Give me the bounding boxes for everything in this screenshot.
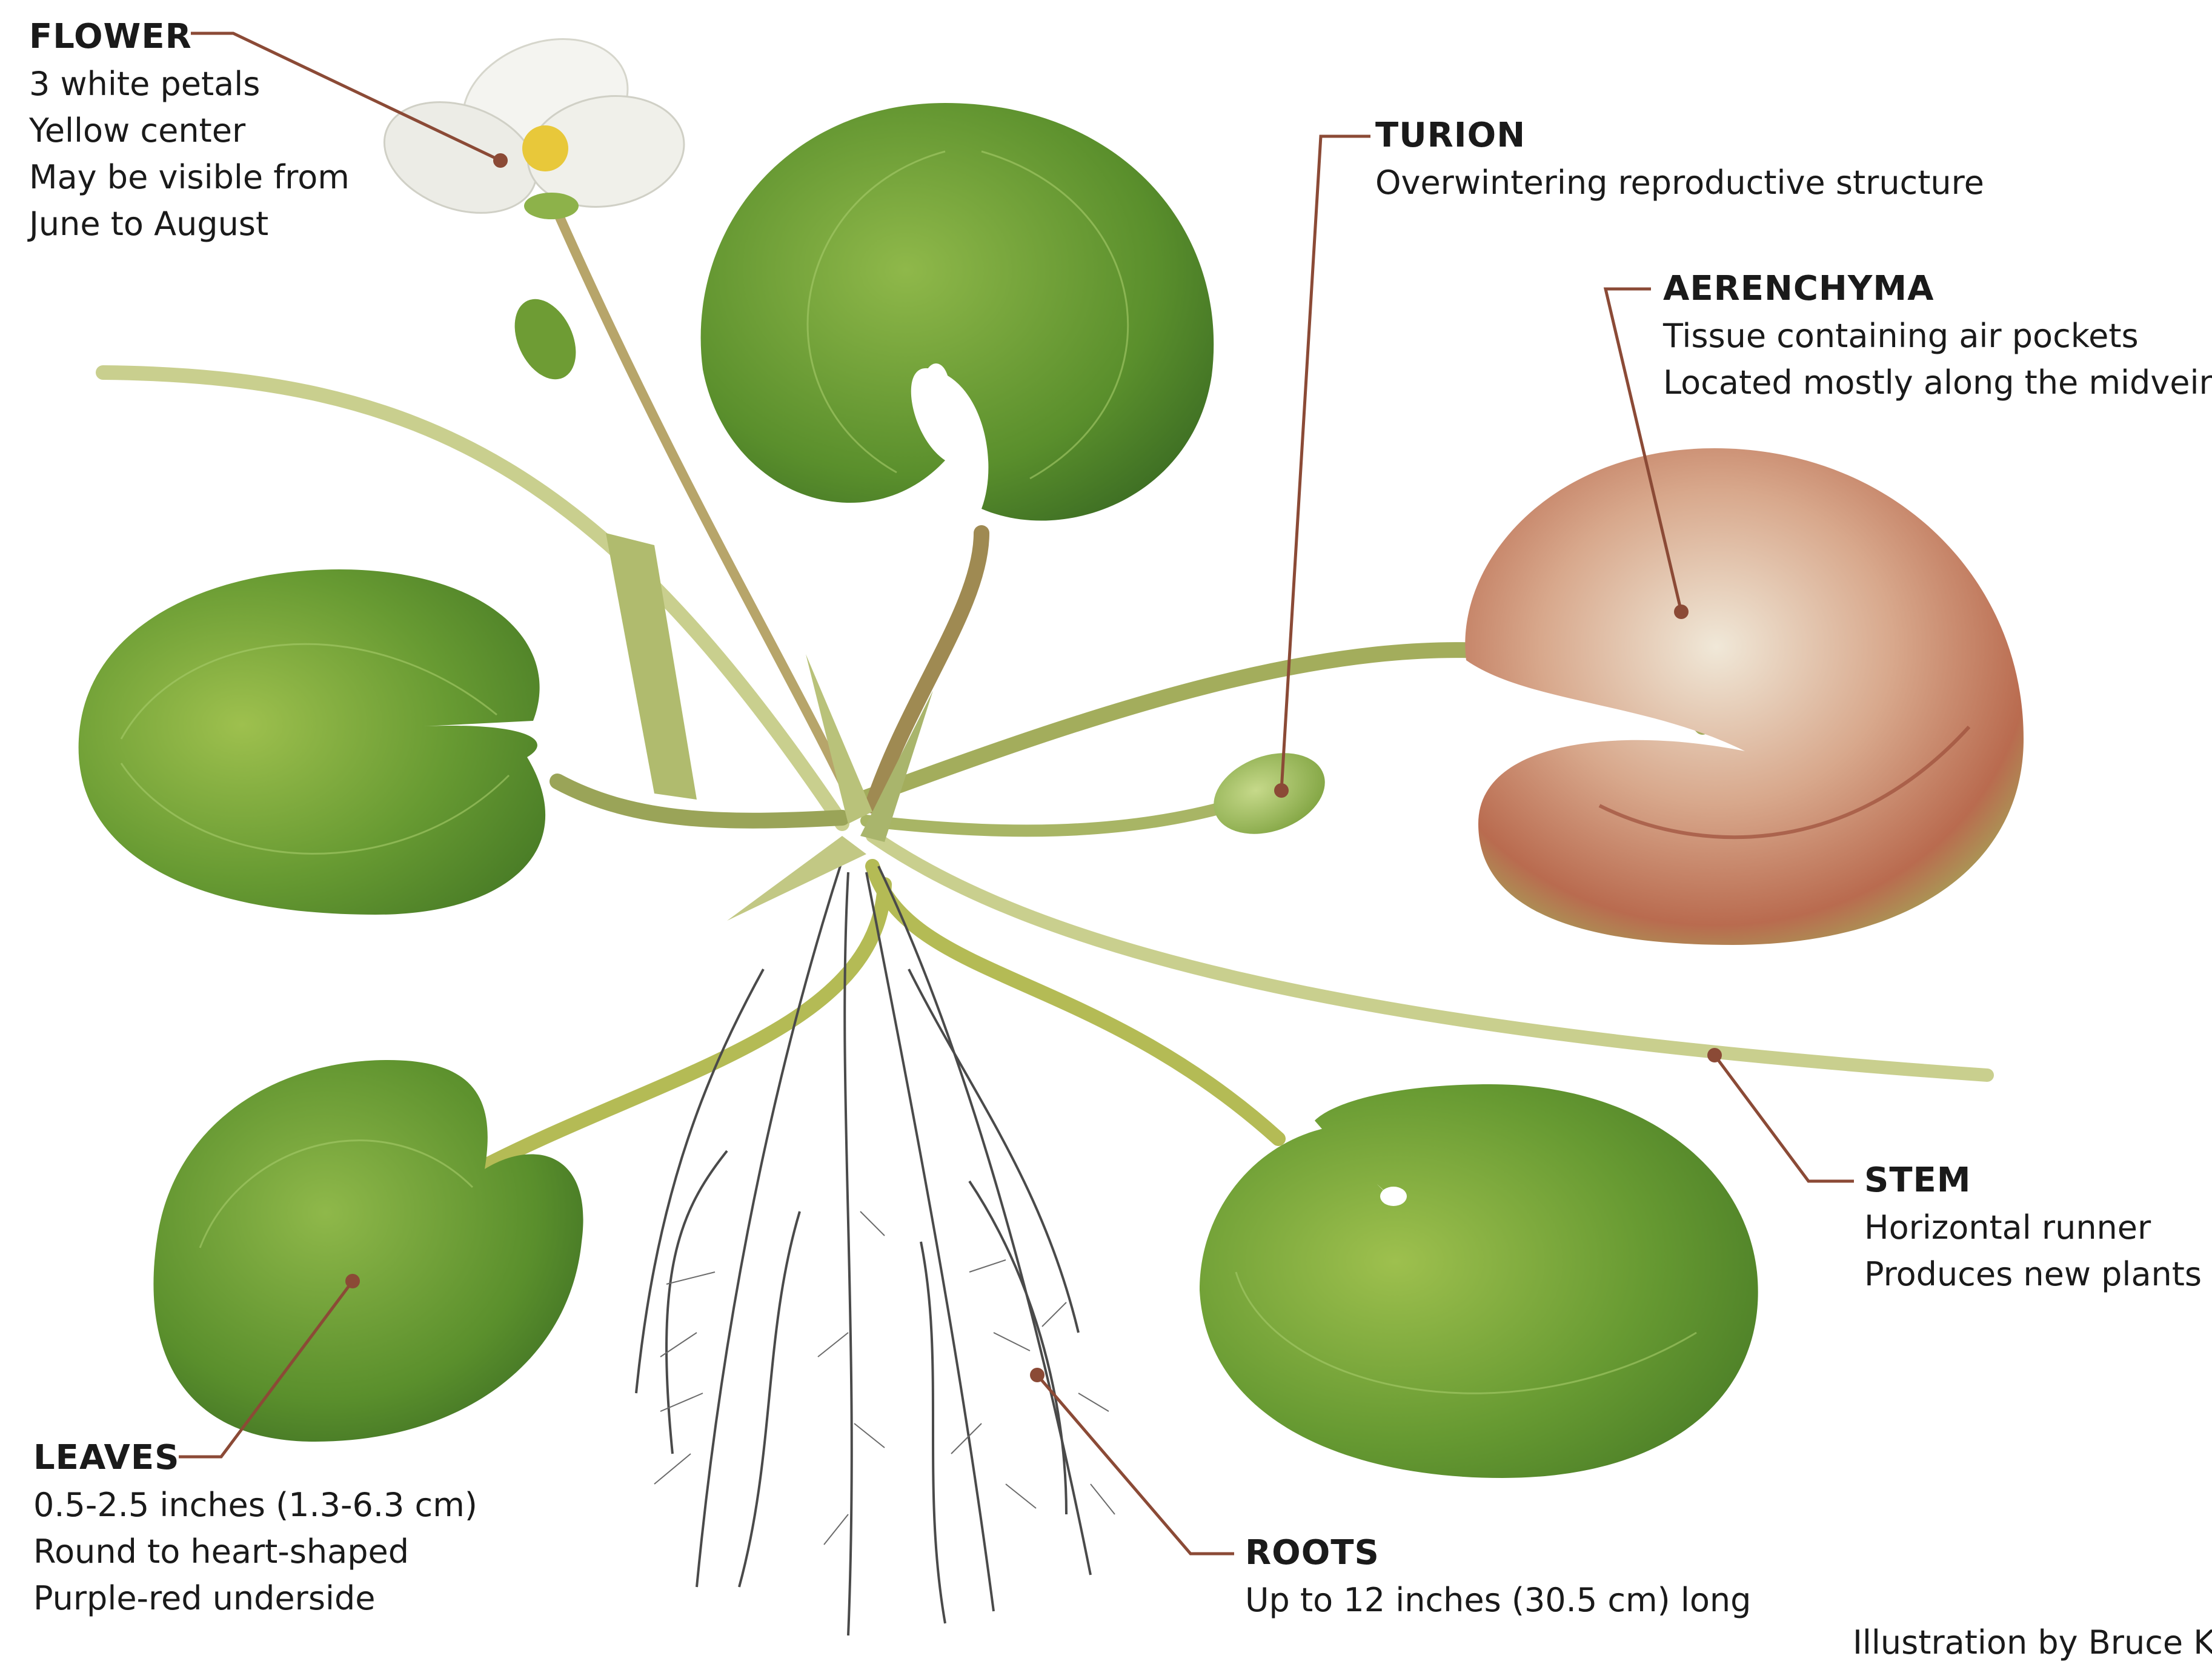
label-leaves-line-2: Round to heart-shaped — [33, 1528, 477, 1575]
flower-center — [522, 125, 568, 171]
leaf-lower-right-notch — [1380, 1187, 1407, 1206]
label-roots: ROOTS Up to 12 inches (30.5 cm) long — [1245, 1529, 1751, 1623]
label-turion: TURION Overwintering reproductive struct… — [1375, 112, 1984, 206]
leaf-top — [701, 103, 1214, 520]
illustration-credit: Illustration by Bruce Ke — [1853, 1623, 2212, 1662]
label-aerenchyma-title: AERENCHYMA — [1663, 265, 2212, 313]
label-flower-line-2: Yellow center — [29, 107, 350, 154]
label-leaves-line-1: 0.5-2.5 inches (1.3-6.3 cm) — [33, 1482, 477, 1528]
leaf-top-notch — [923, 363, 949, 412]
label-stem-title: STEM — [1864, 1157, 2202, 1204]
flower-bud — [503, 290, 588, 389]
stem-to-lower-left-leaf — [479, 884, 885, 1169]
label-roots-line-1: Up to 12 inches (30.5 cm) long — [1245, 1577, 1751, 1623]
stem-to-turion — [866, 806, 1230, 830]
label-aerenchyma-line-2: Located mostly along the midvein — [1663, 359, 2212, 406]
turion — [1203, 738, 1337, 849]
label-stem-line-1: Horizontal runner — [1864, 1204, 2202, 1251]
label-turion-title: TURION — [1375, 112, 1984, 159]
label-stem: STEM Horizontal runner Produces new plan… — [1864, 1157, 2202, 1297]
sheath-4 — [606, 533, 697, 800]
label-flower-line-1: 3 white petals — [29, 61, 350, 107]
label-turion-line-1: Overwintering reproductive structure — [1375, 159, 1984, 206]
flower-base — [524, 193, 579, 219]
label-roots-title: ROOTS — [1245, 1529, 1751, 1577]
label-leaves: LEAVES 0.5-2.5 inches (1.3-6.3 cm) Round… — [33, 1434, 477, 1622]
label-flower-line-4: June to August — [29, 200, 350, 247]
leader-turion — [1281, 136, 1370, 790]
label-leaves-line-3: Purple-red underside — [33, 1575, 477, 1622]
leaf-aerenchyma — [1465, 448, 2024, 945]
label-flower: FLOWER 3 white petals Yellow center May … — [29, 13, 350, 247]
label-aerenchyma-line-1: Tissue containing air pockets — [1663, 313, 2212, 359]
flower — [369, 17, 693, 233]
leaf-left — [79, 569, 546, 915]
stem-to-left-leaf — [557, 781, 842, 821]
stem-to-lower-right-leaf — [872, 866, 1278, 1139]
label-aerenchyma: AERENCHYMA Tissue containing air pockets… — [1663, 265, 2212, 406]
label-stem-line-2: Produces new plants — [1864, 1251, 2202, 1297]
label-flower-line-3: May be visible from — [29, 154, 350, 200]
label-flower-title: FLOWER — [29, 13, 350, 61]
leader-stem — [1715, 1055, 1854, 1181]
label-leaves-title: LEAVES — [33, 1434, 477, 1482]
leaf-lower-left — [153, 1060, 583, 1442]
